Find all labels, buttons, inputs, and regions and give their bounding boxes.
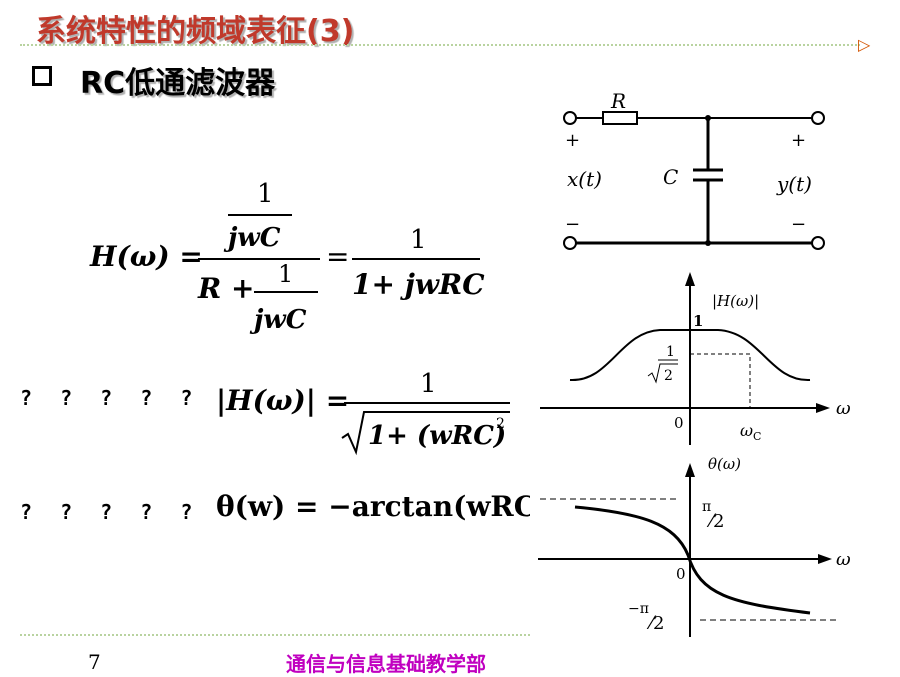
root-sign-icon [647, 363, 678, 384]
neg-pi: −π [628, 601, 649, 617]
checkbox-bullet-icon [32, 66, 52, 86]
magnitude-ylabel: |H(ω)| [712, 292, 759, 310]
cutoff-label: ω [740, 421, 753, 440]
output-terminal-top-icon [811, 111, 825, 125]
magnitude-sup: 2 [496, 416, 505, 432]
output-terminal-bottom-icon [811, 236, 825, 250]
y-axis-arrow-icon [685, 463, 695, 477]
phase-response-plot: θ(ω) π ⁄2 0 ω −π ⁄2 [538, 455, 851, 637]
resistor-label: R [610, 90, 626, 113]
root-num: 1 [666, 344, 675, 360]
cutoff-guide [690, 353, 751, 408]
formula-num3: 1 [410, 225, 427, 255]
rc-circuit-diagram: R C + + − − x(t) y(t) [563, 90, 825, 250]
page-number: 7 [88, 650, 101, 674]
phase-formula: θ(w) = −arctan(wRC) [216, 490, 530, 523]
pi-top: π [702, 499, 711, 515]
magnitude-num: 1 [420, 369, 437, 399]
magnitude-lhs: |H(ω)| = [216, 384, 349, 417]
phase-expr: θ(w) = −arctan(wRC) [216, 490, 530, 523]
magnitude-one: 1 [693, 312, 703, 330]
formula-den3: 1+ jwRC [352, 268, 485, 301]
root-den: 2 [664, 368, 673, 384]
pi-top-denominator: ⁄2 [706, 511, 724, 532]
slide-title: 系统特性的频域表征(3) [36, 14, 355, 49]
magnitude-response-plot: |H(ω)| 1 1 2 0 ω ω C [540, 272, 851, 445]
phase-label: ? ? ? ? ? [20, 500, 201, 524]
formula-inner-num: 1 [257, 179, 274, 209]
cutoff-subscript: C [753, 430, 761, 443]
formula-jwc: jwC [223, 223, 281, 253]
phase-ylabel: θ(ω) [708, 455, 741, 473]
magnitude-curve [569, 329, 811, 382]
output-minus: − [791, 214, 806, 235]
input-signal-label: x(t) [567, 167, 602, 191]
phase-xlabel: ω [836, 549, 851, 570]
formula-one2: 1 [278, 260, 293, 288]
magnitude-formula: |H(ω)| = 1 1+ (wRC) 2 [216, 369, 510, 456]
magnitude-den: 1+ (wRC) [368, 421, 506, 451]
footer-divider [20, 634, 530, 636]
footer-department: 通信与信息基础教学部 [286, 652, 486, 676]
resistor-icon [602, 111, 638, 125]
magnitude-label: ? ? ? ? ? [20, 386, 201, 410]
output-signal-label: y(t) [776, 172, 812, 196]
junction-dot-icon [705, 115, 711, 121]
magnitude-xlabel: ω [836, 398, 851, 419]
input-minus: − [565, 214, 580, 235]
input-plus: + [565, 130, 580, 151]
phase-origin: 0 [676, 565, 686, 583]
y-axis-arrow-icon [685, 272, 695, 286]
output-plus: + [791, 130, 806, 151]
neg-pi-denominator: ⁄2 [646, 613, 664, 634]
input-terminal-bottom-icon [563, 236, 577, 250]
junction-dot-icon [705, 240, 711, 246]
x-axis-arrow-icon [816, 403, 830, 413]
formula-lhs: H(ω) = [89, 240, 203, 273]
formula-R: R + [197, 272, 254, 305]
formula-jwc2: jwC [249, 305, 307, 335]
sqrt-sign-icon [341, 411, 510, 456]
capacitor-label: C [663, 165, 678, 189]
magnitude-origin: 0 [674, 414, 684, 432]
input-terminal-top-icon [563, 111, 577, 125]
x-axis-arrow-icon [818, 554, 832, 564]
bullet-heading: RC低通滤波器 [80, 66, 276, 101]
transfer-function-formula: H(ω) = 1 jwC R + 1 jwC = 1 1+ jwRC [89, 179, 485, 335]
phase-curve [574, 505, 811, 615]
formula-eq: = [326, 240, 349, 273]
title-divider [20, 44, 860, 46]
corner-marker-icon: ▷ [858, 35, 871, 54]
